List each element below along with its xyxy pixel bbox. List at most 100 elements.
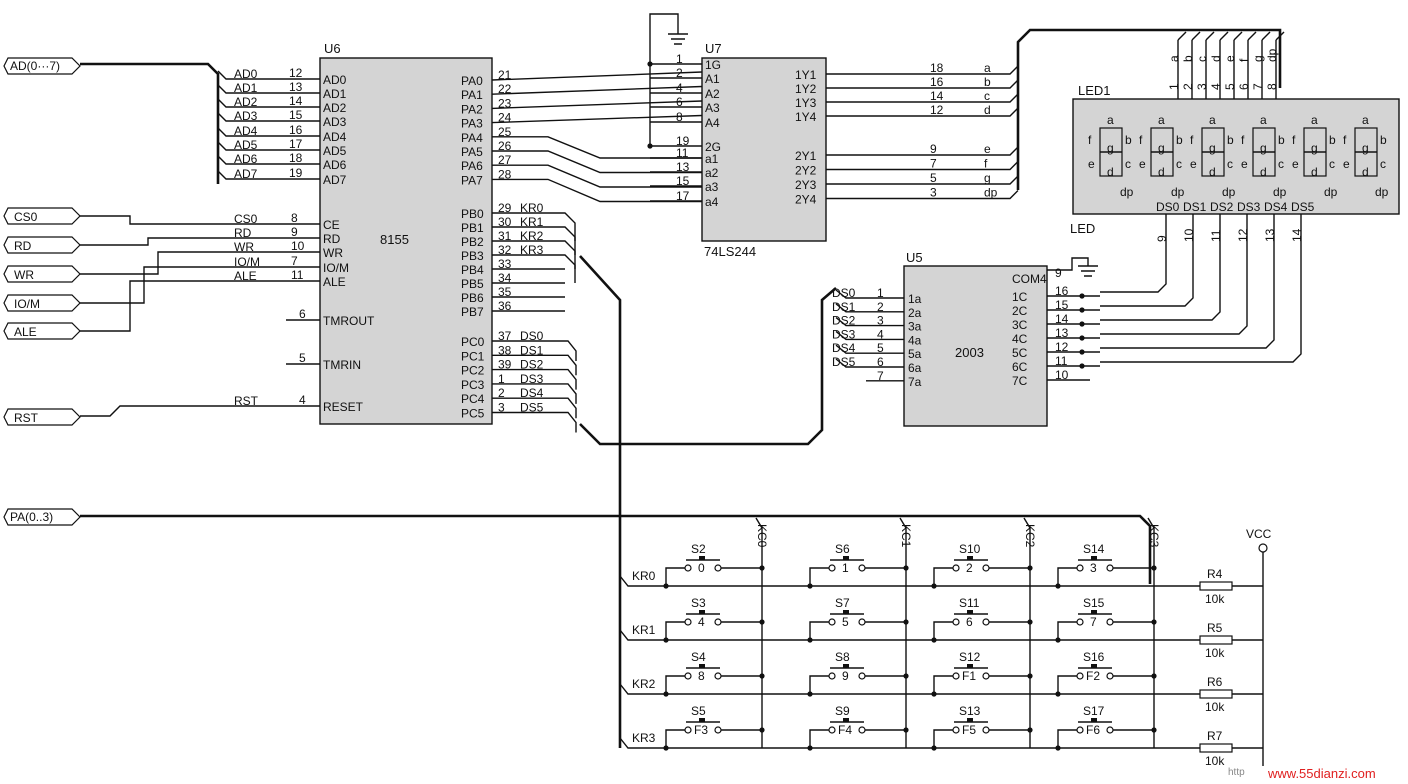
switch-button-s9 <box>843 718 849 722</box>
switch-button-s2 <box>699 556 705 560</box>
u5-pin-1a: 1a <box>908 292 922 306</box>
switch-row-tap-s2 <box>665 567 685 586</box>
resistor-r5 <box>1199 635 1233 645</box>
switch-ref-s14: S14 <box>1083 542 1105 556</box>
led-digit-wire-5 <box>1100 214 1302 363</box>
u5-in-wire-1 <box>835 303 904 313</box>
port-rd <box>3 236 81 254</box>
led-digit-3-seg-dp: dp <box>1273 185 1287 199</box>
keypad-row-label-kr1: KR1 <box>632 623 656 637</box>
led-digit-5-seg-a: a <box>1362 113 1369 127</box>
led-digit-0-seg-dp: dp <box>1120 185 1134 199</box>
switch-row-junction-s17 <box>1055 745 1061 751</box>
u7-pinnum-r-12: 12 <box>930 103 944 117</box>
switch-col-junction-s17 <box>1151 727 1157 733</box>
u5-pin-4a: 4a <box>908 333 922 347</box>
u6-pin-pa2: PA2 <box>461 102 483 116</box>
u5-pin-7c: 7C <box>1012 374 1028 388</box>
u6-net-ds0: DS0 <box>520 329 544 343</box>
u6-pin-pb6: PB6 <box>461 291 484 305</box>
u5-pinnum-2: 2 <box>877 300 884 314</box>
switch-col-junction-s6 <box>903 565 909 571</box>
u5-net-ds5: DS5 <box>832 355 856 369</box>
keypad-row-wire-kr0 <box>619 575 1200 587</box>
u5-pinnum-7: 7 <box>877 369 884 383</box>
u6-pc-wire-18 <box>492 368 577 390</box>
u7-pin-1y1: 1Y1 <box>795 68 817 82</box>
u7-pin-2y2: 2Y2 <box>795 164 817 178</box>
led-top-seg-c: c <box>1195 56 1209 62</box>
u6-pc-wire-16 <box>492 340 577 361</box>
u7-pinnum-2: 2 <box>676 66 683 80</box>
u7-pinnum-15: 15 <box>676 174 690 188</box>
led-digit-2-seg-d: d <box>1209 165 1216 179</box>
u6-ref: U6 <box>324 41 341 56</box>
u5-pin-6a: 6a <box>908 361 922 375</box>
u6-pin-wr: WR <box>323 246 343 260</box>
port-cs0 <box>3 207 81 225</box>
u7-pinnum-4: 4 <box>676 81 683 95</box>
led-top-bus-tap-6 <box>1261 31 1271 41</box>
u5-in-wire-2 <box>835 317 904 327</box>
u6-ad-wire-6 <box>217 155 320 165</box>
switch-contact-left-s4 <box>684 672 692 680</box>
u7-pin-a1: A1 <box>705 72 720 86</box>
u7-seg-net-d: d <box>984 103 991 117</box>
u7-seg-net-dp: dp <box>984 186 998 200</box>
led-digit-1-seg-c: c <box>1176 157 1182 171</box>
led-top-pinnum-8: 8 <box>1265 83 1279 90</box>
u6-pinnum-r-28: 28 <box>498 167 512 181</box>
port-label-rd: RD <box>14 239 32 253</box>
u7-seg-net-b: b <box>984 75 991 89</box>
u6-pinnum-4: 4 <box>299 393 306 407</box>
u6-pinnum-15: 15 <box>289 108 303 122</box>
led-top-seg-a: a <box>1167 55 1181 62</box>
u6-pinnum-r-23: 23 <box>498 96 512 110</box>
u5-in-wire-5 <box>835 358 904 368</box>
u6-net-ds5: DS5 <box>520 401 544 415</box>
u6-pin-pc4: PC4 <box>461 392 485 406</box>
u7-seg-net-c: c <box>984 89 990 103</box>
port-label-wr: WR <box>14 268 34 282</box>
led-digit-4-seg-e: e <box>1292 157 1299 171</box>
led-top-pinnum-3: 3 <box>1195 83 1209 90</box>
keypad-row-label-kr2: KR2 <box>632 677 656 691</box>
u6-pa-wire-1 <box>491 85 703 95</box>
u6-pa-wire-2 <box>491 100 703 110</box>
switch-contact-right-s4 <box>714 672 722 680</box>
u6-pc-wire-17 <box>492 354 577 376</box>
u7-pinnum-r-3: 3 <box>930 186 937 200</box>
u6-pin-io-m: IO/M <box>323 261 349 275</box>
switch-contact-right-s15 <box>1106 618 1114 626</box>
led-digit-2-seg-c: c <box>1227 157 1233 171</box>
switch-button-s3 <box>699 610 705 614</box>
u5-pin-6c: 6C <box>1012 360 1028 374</box>
led-digit-1-seg-a: a <box>1158 113 1165 127</box>
switch-col-junction-s2 <box>759 565 765 571</box>
u6-pin-pc2: PC2 <box>461 364 485 378</box>
u6-pin-ale: ALE <box>323 275 346 289</box>
u5-pin-4c: 4C <box>1012 332 1028 346</box>
switch-contact-right-s11 <box>982 618 990 626</box>
led-top-pinnum-5: 5 <box>1223 83 1237 90</box>
u6-net-ad4: AD4 <box>234 124 258 138</box>
switch-key-1: 1 <box>842 561 849 575</box>
u7-pinnum-19: 19 <box>676 134 690 148</box>
led-digit-wire-3 <box>1100 214 1248 335</box>
switch-row-tap-s14 <box>1057 567 1077 586</box>
u6-pb-wire-9 <box>492 226 576 255</box>
u5-pin-5c: 5C <box>1012 346 1028 360</box>
u6-pin-ce: CE <box>323 218 340 232</box>
switch-button-s5 <box>699 718 705 722</box>
ds-bus-line <box>579 287 837 446</box>
switch-col-junction-s4 <box>759 673 765 679</box>
switch-row-junction-s10 <box>931 583 937 589</box>
port-wire-rd <box>80 237 232 246</box>
u7-pin-a2: a2 <box>705 166 719 180</box>
u6-net-ad6: AD6 <box>234 152 258 166</box>
u6-pc-wire-19 <box>492 383 577 404</box>
resistor-value-r5: 10k <box>1205 646 1225 660</box>
switch-contact-left-s6 <box>828 564 836 572</box>
led-digit-wire-0 <box>1100 214 1167 293</box>
